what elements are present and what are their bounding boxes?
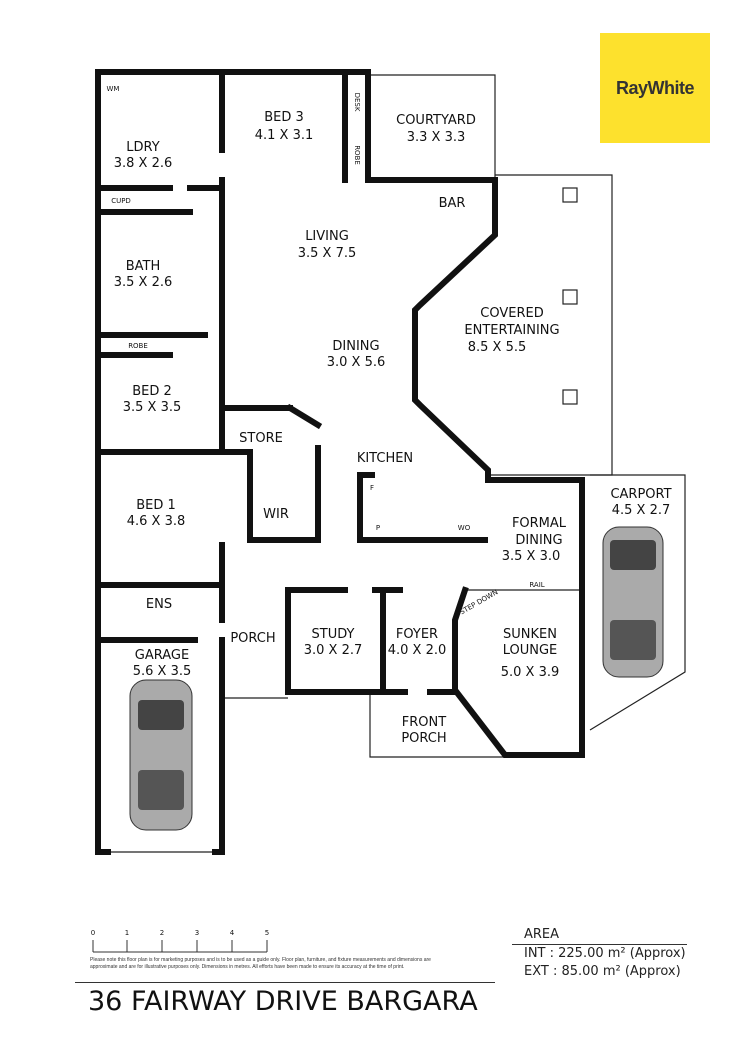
label-fridge: F <box>370 484 374 492</box>
label-front-porch: PORCH <box>401 731 446 746</box>
scale-bar <box>92 940 268 953</box>
dim-bed2: 3.5 X 3.5 <box>123 400 182 415</box>
dim-dining: 3.0 X 5.6 <box>327 355 386 370</box>
label-lounge: LOUNGE <box>503 643 558 658</box>
dim-sunken-lounge: 5.0 X 3.9 <box>501 665 560 680</box>
label-pantry: P <box>376 524 380 532</box>
area-int: INT : 225.00 m² (Approx) <box>524 946 686 961</box>
label-cupd: CUPD <box>111 197 131 205</box>
dim-covered: 8.5 X 5.5 <box>468 340 527 355</box>
label-dining: DINING <box>332 339 379 354</box>
dim-bed3: 4.1 X 3.1 <box>255 128 314 143</box>
label-bed1: BED 1 <box>136 498 176 513</box>
dim-carport: 4.5 X 2.7 <box>612 503 671 518</box>
label-bed3: BED 3 <box>264 110 304 125</box>
label-wall-oven: WO <box>458 524 471 532</box>
dim-bath: 3.5 X 2.6 <box>114 275 173 290</box>
scale-tick: 4 <box>230 929 235 937</box>
dim-bed1: 4.6 X 3.8 <box>127 514 186 529</box>
dim-foyer: 4.0 X 2.0 <box>388 643 447 658</box>
label-entertaining: ENTERTAINING <box>464 323 559 338</box>
area-summary: AREA INT : 225.00 m² (Approx) EXT : 85.0… <box>512 927 687 981</box>
walls <box>95 69 585 855</box>
dim-ldry: 3.8 X 2.6 <box>114 156 173 171</box>
label-living: LIVING <box>305 229 349 244</box>
label-wm: WM <box>107 85 120 93</box>
label-courtyard: COURTYARD <box>396 113 476 128</box>
scale-ticks: 0 1 2 3 4 5 <box>91 929 269 937</box>
dim-courtyard: 3.3 X 3.3 <box>407 130 466 145</box>
label-bath: BATH <box>126 259 161 274</box>
dim-garage: 5.6 X 3.5 <box>133 664 192 679</box>
label-sunken: SUNKEN <box>503 627 557 642</box>
garage-car-icon <box>129 679 193 831</box>
label-wir: WIR <box>263 507 289 522</box>
label-front: FRONT <box>402 715 446 730</box>
label-foyer: FOYER <box>396 627 438 642</box>
address-title: 36 FAIRWAY DRIVE BARGARA <box>88 986 478 1017</box>
label-store: STORE <box>239 431 283 446</box>
title-divider <box>75 982 495 983</box>
label-bed2: BED 2 <box>132 384 172 399</box>
dim-living: 3.5 X 7.5 <box>298 246 357 261</box>
scale-tick: 0 <box>91 929 95 937</box>
label-study: STUDY <box>312 627 355 642</box>
scale-tick: 3 <box>195 929 199 937</box>
scale-tick: 2 <box>160 929 164 937</box>
label-ldry: LDRY <box>126 140 159 155</box>
label-garage: GARAGE <box>135 648 189 663</box>
label-robe: ROBE <box>353 145 361 165</box>
label-formal: FORMAL <box>512 516 567 531</box>
raywhite-logo: RayWhite <box>600 33 710 143</box>
dim-study: 3.0 X 2.7 <box>304 643 363 658</box>
scale-tick: 5 <box>265 929 269 937</box>
disclaimer: Please note this floor plan is for marke… <box>90 957 431 970</box>
label-robe-2: ROBE <box>128 342 148 350</box>
label-porch: PORCH <box>230 631 275 646</box>
label-ens: ENS <box>146 597 172 612</box>
room-labels: WM BED 3 4.1 X 3.1 DESK ROBE COURTYARD 3… <box>107 85 672 746</box>
carport-car-icon <box>602 526 664 678</box>
area-heading: AREA <box>512 927 687 945</box>
scale-tick: 1 <box>125 929 129 937</box>
label-carport: CARPORT <box>610 487 671 502</box>
label-kitchen: KITCHEN <box>357 451 413 466</box>
outdoor-outlines <box>108 74 686 853</box>
dim-formal-dining: 3.5 X 3.0 <box>502 549 561 564</box>
label-formal-dining: DINING <box>515 533 562 548</box>
area-ext: EXT : 85.00 m² (Approx) <box>524 964 681 979</box>
label-covered: COVERED <box>480 306 543 321</box>
label-desk: DESK <box>353 93 361 112</box>
label-rail: RAIL <box>529 581 544 589</box>
label-bar: BAR <box>439 196 466 211</box>
